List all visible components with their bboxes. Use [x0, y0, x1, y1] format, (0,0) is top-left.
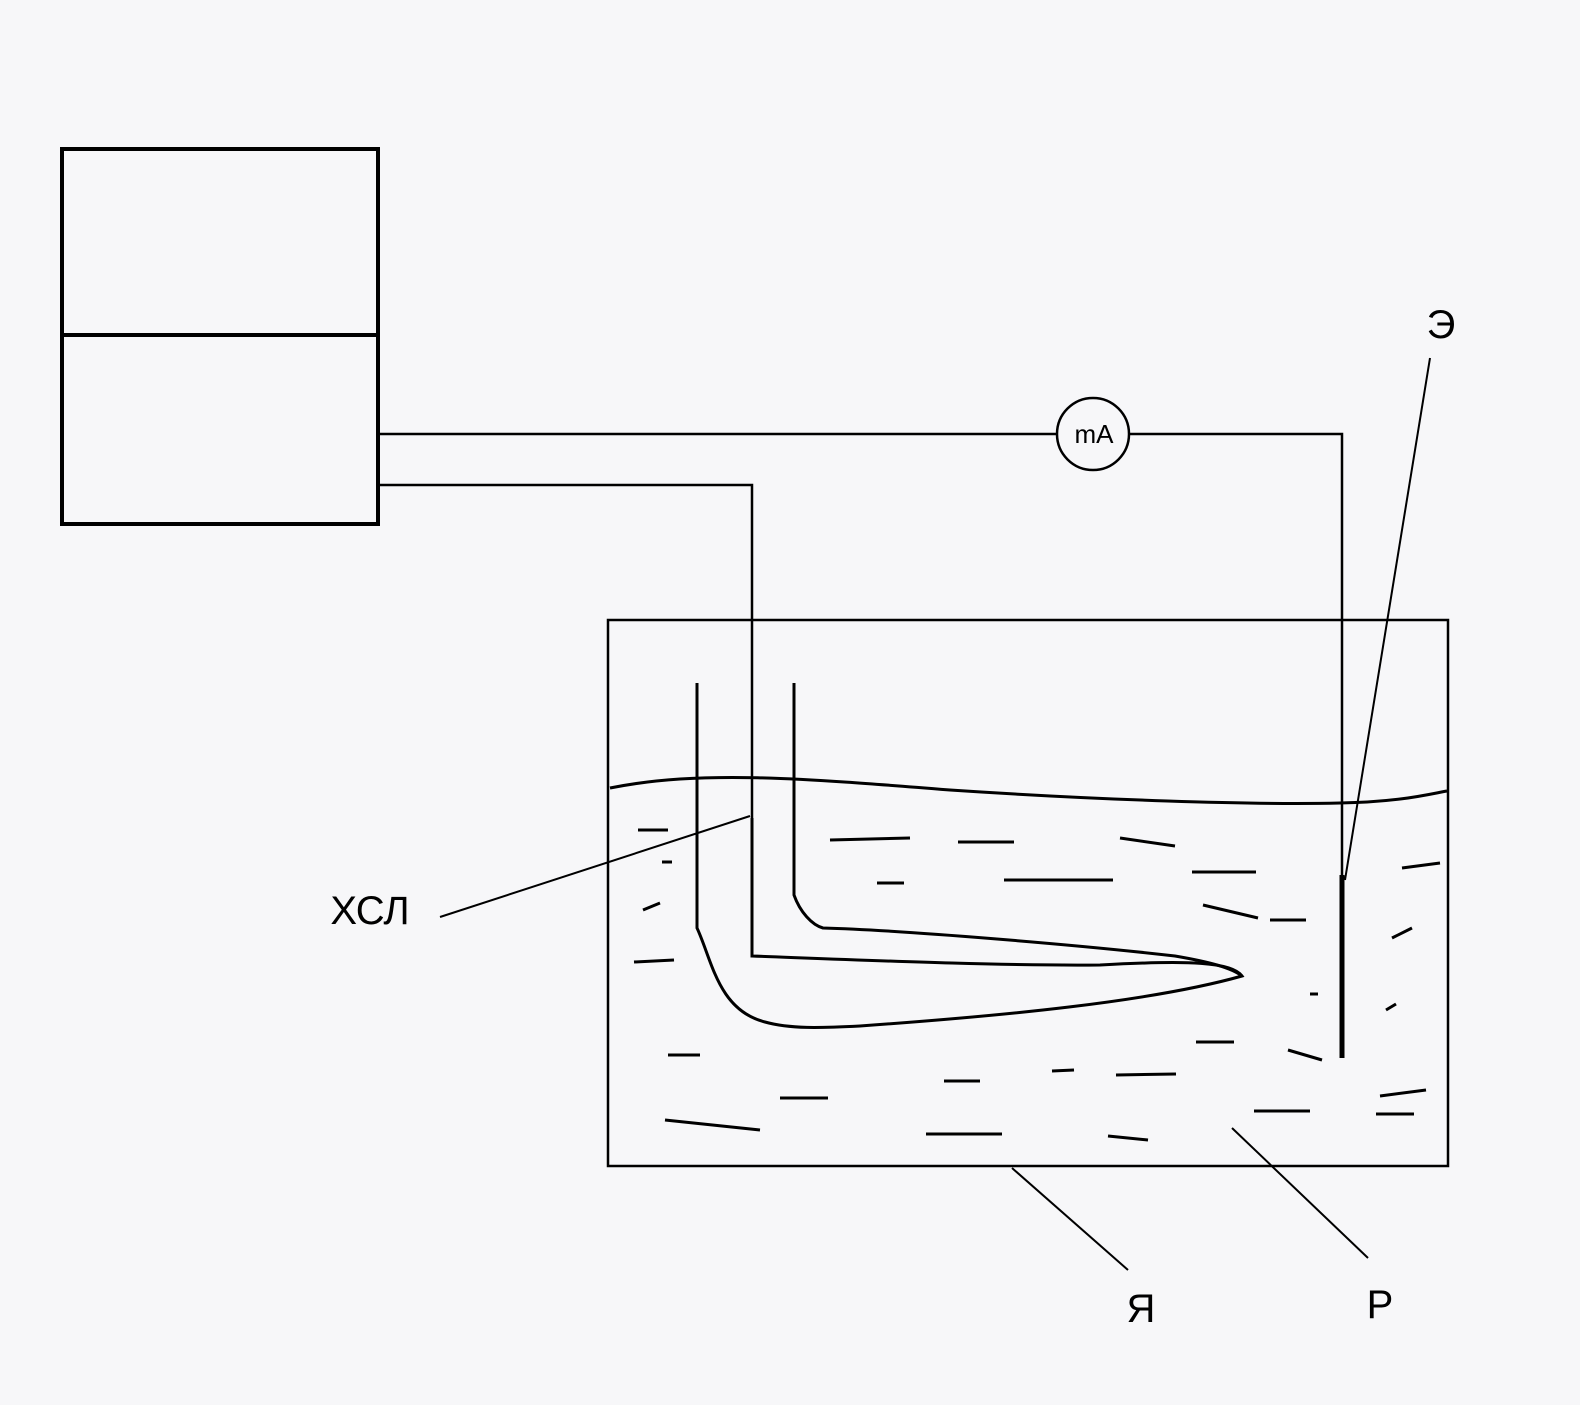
solution-surface: [609, 775, 1448, 805]
solution-label: Р: [1367, 1283, 1394, 1327]
wire-segment-to-electrode: [1129, 432, 1344, 878]
sample-label: ХСЛ: [330, 889, 409, 933]
liquid-dashes: [633, 828, 1441, 1142]
sample-inner-contour: [792, 683, 1243, 978]
liquid-dash: [1051, 1068, 1075, 1073]
power-supply-lower-box: [60, 333, 380, 526]
liquid-dash: [664, 1118, 761, 1132]
liquid-dash: [1287, 1048, 1323, 1062]
liquid-dash: [1379, 1088, 1427, 1098]
liquid-dash: [642, 901, 661, 912]
wire-to-electrode: [378, 432, 1344, 878]
solution-leader-line: [1231, 1127, 1369, 1259]
milliammeter-label: mA: [1075, 419, 1115, 449]
milliammeter-circle: [1055, 396, 1131, 472]
liquid-dash: [1385, 1002, 1397, 1012]
liquid-dash: [633, 958, 675, 964]
electrode-label: Э: [1427, 303, 1456, 347]
liquid-dash: [1391, 926, 1413, 940]
liquid-dash: [1107, 1134, 1149, 1142]
liquid-dash: [1401, 861, 1441, 870]
milliammeter: mA: [1055, 396, 1131, 472]
electrode-leader-line: [1344, 357, 1431, 881]
liquid-dash: [829, 836, 911, 842]
bent-sample: [695, 683, 1245, 1029]
bath-container: [606, 618, 1450, 1168]
power-supply: [60, 147, 380, 526]
power-supply-upper-box: [60, 147, 380, 337]
sample-outer-contour: [695, 683, 1245, 1029]
liquid-dash: [1202, 903, 1259, 920]
liquid-dash: [1119, 836, 1176, 848]
liquid-dash: [1115, 1072, 1177, 1077]
sample-leader-line: [439, 815, 751, 918]
bath-leader-line: [1011, 1167, 1129, 1271]
bath-label: Я: [1127, 1287, 1156, 1331]
wire-to-sample: [378, 483, 754, 818]
leader-lines: [439, 357, 1431, 1271]
